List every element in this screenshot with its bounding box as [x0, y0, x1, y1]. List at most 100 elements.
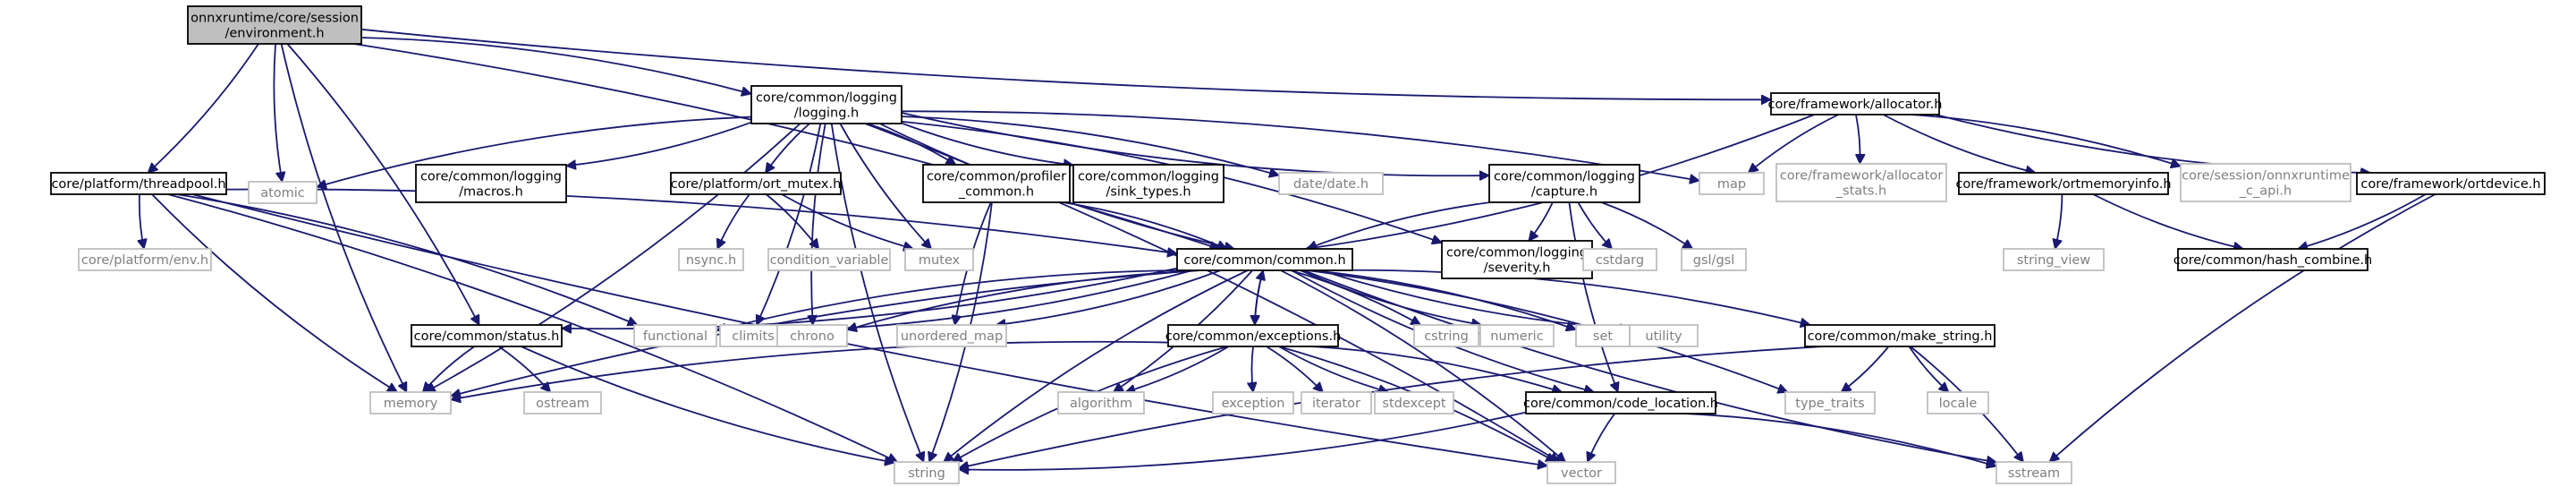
edge-make_string-to-string [959, 346, 1824, 468]
node-severity-label-0: core/common/logging [1446, 246, 1588, 261]
node-env-box [187, 5, 362, 45]
node-allocator-box [1770, 92, 1940, 115]
node-common[interactable]: core/common/common.h [1176, 248, 1353, 271]
node-mutex-label-0: mutex [919, 253, 961, 268]
node-allocator-label-0: core/framework/allocator.h [1768, 98, 1943, 112]
edge-logging-to-date [901, 115, 1279, 175]
node-c_api-box [2180, 163, 2351, 202]
node-type_traits-label-0: type_traits [1795, 397, 1864, 411]
node-exceptions-box [1167, 324, 1339, 347]
edge-allocator-to-alloc_stats [1856, 114, 1860, 164]
node-unordered_map-box [896, 324, 1007, 347]
edge-common-to-make_string [1352, 269, 1810, 325]
edge-make_string-to-type_traits [1841, 346, 1890, 392]
node-utility-label-0: utility [1645, 329, 1682, 344]
node-algorithm-box [1057, 391, 1145, 414]
edge-code_location-to-sstream [1684, 413, 1996, 466]
node-c_api: core/session/onnxruntime_c_api.h [2180, 163, 2351, 202]
edge-code_location-to-vector [1588, 413, 1615, 462]
node-c_api-label-0: core/session/onnxruntime [2182, 169, 2350, 184]
node-locale-box [1927, 391, 1989, 414]
edge-logging-to-mutex [839, 123, 931, 249]
node-nsync: nsync.h [678, 248, 744, 271]
edge-logging-to-atomic [317, 115, 752, 187]
node-chrono: chrono [776, 324, 848, 347]
node-threadpool-label-0: core/platform/threadpool.h [51, 177, 225, 192]
node-mutex-box [904, 248, 974, 271]
node-date-box [1278, 172, 1384, 195]
edge-exceptions-to-common [1253, 270, 1263, 326]
node-ortmemoryinfo[interactable]: core/framework/ortmemoryinfo.h [1955, 172, 2172, 195]
node-ortmemoryinfo-box [1958, 172, 2169, 195]
edge-code_location-to-string [959, 411, 1527, 470]
node-threadpool[interactable]: core/platform/threadpool.h [50, 172, 227, 195]
edge-common-to-set [1312, 269, 1576, 329]
node-ort_mutex[interactable]: core/platform/ort_mutex.h [670, 172, 842, 195]
node-exception-box [1212, 391, 1294, 414]
node-ostream: ostream [523, 391, 602, 414]
edge-logging-to-capture [901, 112, 1489, 175]
node-string_view-label-0: string_view [2017, 253, 2090, 268]
node-c_api-label-1: _c_api.h [2239, 184, 2292, 199]
node-macros[interactable]: core/common/logging/macros.h [415, 164, 567, 203]
node-profiler[interactable]: core/common/profiler_common.h [922, 164, 1071, 203]
node-logging-box [750, 85, 902, 124]
node-profiler-label-0: core/common/profiler [927, 170, 1066, 184]
node-stdexcept: stdexcept [1374, 391, 1454, 414]
node-cstdarg-box [1582, 248, 1657, 271]
node-env[interactable]: onnxruntime/core/session/environment.h [187, 5, 362, 45]
node-utility: utility [1629, 324, 1699, 347]
node-platform_env-label-0: core/platform/env.h [81, 253, 208, 268]
node-gsl: gsl/gsl [1681, 248, 1747, 271]
edge-status-to-memory [423, 346, 475, 392]
node-memory-label-0: memory [384, 397, 438, 411]
edge-exceptions-to-algorithm [1125, 346, 1230, 392]
node-sink_types[interactable]: core/common/logging/sink_types.h [1072, 164, 1224, 203]
node-date-label-0: date/date.h [1293, 177, 1368, 192]
node-unordered_map: unordered_map [896, 324, 1007, 347]
node-hash_combine[interactable]: core/common/hash_combine.h [2174, 248, 2373, 271]
node-cstring-label-0: cstring [1424, 329, 1469, 344]
node-unordered_map-label-0: unordered_map [901, 329, 1003, 344]
edge-common-to-string [944, 269, 1249, 462]
node-gsl-label-0: gsl/gsl [1693, 253, 1734, 268]
node-numeric-label-0: numeric [1490, 329, 1543, 344]
node-ortdevice[interactable]: core/framework/ortdevice.h [2356, 172, 2546, 195]
node-capture[interactable]: core/common/logging/capture.h [1488, 164, 1640, 203]
node-mutex: mutex [904, 248, 974, 271]
node-cstring-box [1413, 324, 1479, 347]
edge-common-to-functional [716, 269, 1182, 330]
node-make_string[interactable]: core/common/make_string.h [1804, 324, 1996, 347]
node-vector-box [1546, 461, 1616, 484]
node-sink_types-box [1072, 164, 1224, 203]
node-sstream: sstream [1996, 461, 2072, 484]
edge-env-to-allocator [360, 28, 1771, 99]
node-common-label-0: core/common/common.h [1183, 253, 1345, 268]
node-code_location[interactable]: core/common/code_location.h [1523, 391, 1718, 414]
node-locale-label-0: locale [1939, 397, 1978, 411]
node-condvar-box [767, 248, 891, 271]
node-set: set [1575, 324, 1631, 347]
node-logging-label-0: core/common/logging [756, 91, 897, 106]
edge-env-to-memory [280, 43, 408, 392]
node-atomic-box [248, 181, 318, 204]
edge-allocator-to-ortmemoryinfo [1883, 114, 2035, 173]
node-capture-label-0: core/common/logging [1494, 170, 1635, 184]
node-ortmemoryinfo-label-0: core/framework/ortmemoryinfo.h [1955, 177, 2171, 192]
edge-profiler-to-common [1062, 201, 1227, 249]
edge-ort_mutex-to-nsync [717, 193, 750, 249]
node-status[interactable]: core/common/status.h [411, 324, 563, 347]
node-vector-label-0: vector [1561, 466, 1602, 481]
node-cstring: cstring [1413, 324, 1479, 347]
node-set-box [1575, 324, 1631, 347]
edge-logging-to-sink_types [901, 122, 1073, 166]
node-sstream-box [1996, 461, 2072, 484]
node-sink_types-label-0: core/common/logging [1078, 170, 1219, 184]
node-logging[interactable]: core/common/logging/logging.h [750, 85, 902, 124]
node-capture-label-1: /capture.h [1531, 185, 1597, 200]
edge-exceptions-to-memory [451, 340, 1169, 400]
edge-common-to-climits [786, 269, 1193, 331]
node-allocator[interactable]: core/framework/allocator.h [1768, 92, 1943, 115]
node-severity[interactable]: core/common/logging/severity.h [1441, 240, 1593, 279]
node-exceptions[interactable]: core/common/exceptions.h [1165, 324, 1342, 347]
